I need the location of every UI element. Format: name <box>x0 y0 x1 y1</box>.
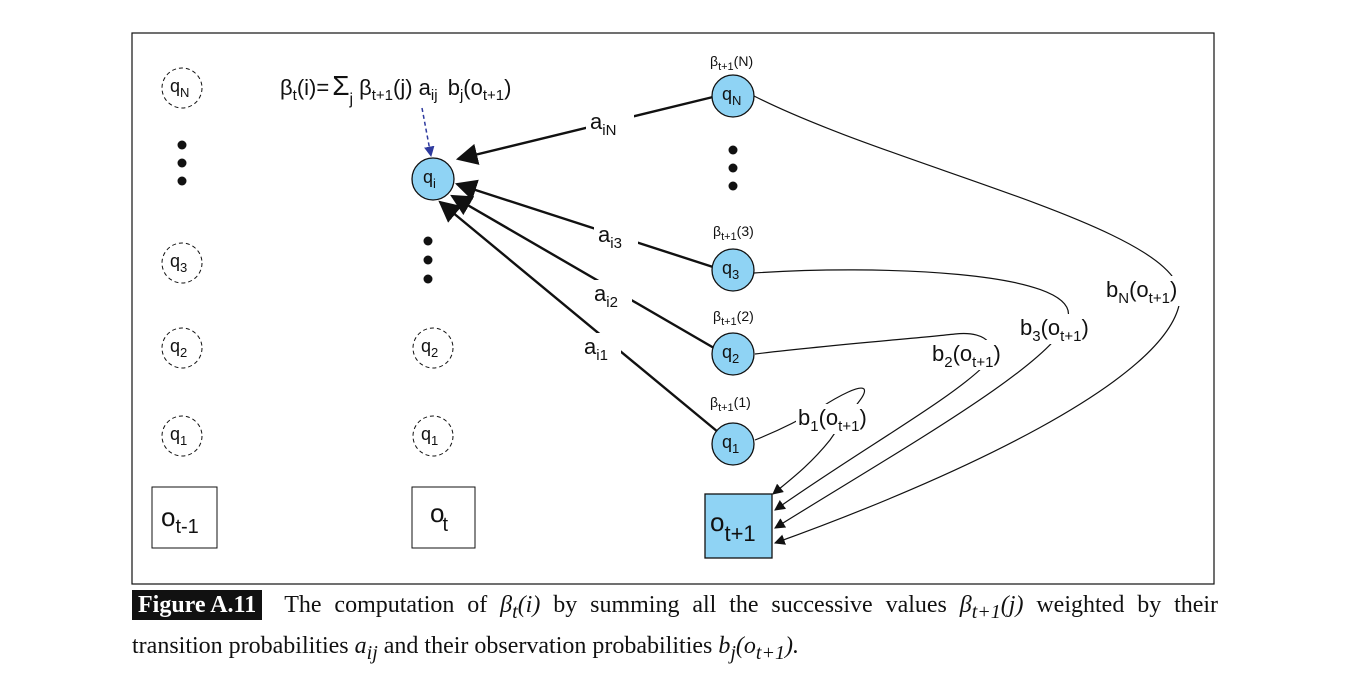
emission-curve-bN <box>753 95 1181 545</box>
state-node-q2-t-minus-1 <box>161 327 203 369</box>
svg-text:q1: q1 <box>722 432 739 456</box>
ellipsis-dot <box>423 274 433 284</box>
transition-arrow-ai1 <box>438 200 719 433</box>
svg-text:qN: qN <box>170 76 189 100</box>
state-node-qN-t-minus-1 <box>161 67 203 109</box>
formula-pointer-arrow <box>421 107 435 158</box>
column-t: qi q2 q1 ot <box>411 157 476 549</box>
transition-label-ai3: ai3 <box>598 222 622 252</box>
svg-text:q3: q3 <box>722 258 739 282</box>
emission-label-b1: b1(ot+1) <box>798 405 867 435</box>
caption-text-3: weighted by their transition probabiliti… <box>132 592 1219 659</box>
caption-text-1: The computation of <box>284 592 488 618</box>
transition-label-ai2: ai2 <box>594 281 618 311</box>
state-node-q1-t-plus-1 <box>711 422 755 466</box>
caption-text-4: and their observation probabilities <box>383 632 713 659</box>
caption-symbol-beta-t: βt(i) <box>500 592 541 623</box>
caption-symbol-bj: bj(ot+1). <box>718 632 799 664</box>
beta-label-1: βt+1(1) <box>710 394 751 414</box>
column-t-plus-1: βt+1(N) qN βt+1(3) q3 βt+1(2) q2 βt+1(1)… <box>704 53 773 559</box>
state-node-qN-t-plus-1 <box>711 74 755 118</box>
ellipsis-dot <box>177 158 187 168</box>
svg-text:q1: q1 <box>421 424 438 448</box>
state-node-qi <box>411 157 455 201</box>
svg-text:q2: q2 <box>170 336 187 360</box>
ellipsis-dot <box>728 163 738 173</box>
ellipsis-dot <box>423 236 433 246</box>
ellipsis-dot <box>177 140 187 150</box>
observation-box-t-minus-1 <box>151 486 218 549</box>
beta-label-N: βt+1(N) <box>710 53 753 73</box>
svg-text:q1: q1 <box>170 424 187 448</box>
figure-label: Figure A.11 <box>132 590 263 620</box>
svg-text:q3: q3 <box>170 251 187 275</box>
emission-label-b3: b3(ot+1) <box>1020 315 1089 345</box>
transition-arrow-aiN <box>455 95 714 165</box>
transition-arrow-ai3 <box>454 179 714 269</box>
ellipsis-dot <box>423 255 433 265</box>
observation-box-t-plus-1 <box>704 493 773 559</box>
emission-label-bN: bN(ot+1) <box>1106 277 1177 307</box>
svg-text:q2: q2 <box>722 342 739 366</box>
svg-text:q2: q2 <box>421 336 438 360</box>
transition-label-ai1: ai1 <box>584 334 608 364</box>
transition-label-aiN: aiN <box>590 109 616 139</box>
state-node-q1-t-minus-1 <box>161 415 203 457</box>
transition-arrow-ai2 <box>450 194 715 350</box>
state-node-q3-t-plus-1 <box>711 248 755 292</box>
ellipsis-dot <box>177 176 187 186</box>
transition-arrows: aiN ai3 ai2 ai1 <box>438 95 719 433</box>
beta-label-2: βt+1(2) <box>713 308 754 328</box>
figure-caption: Figure A.11 The computation of βt(i) by s… <box>132 588 1218 670</box>
svg-text:ot+1: ot+1 <box>710 507 756 546</box>
caption-symbol-aij: aij <box>354 632 378 664</box>
ellipsis-dot <box>728 145 738 155</box>
state-node-q3-t-minus-1 <box>161 242 203 284</box>
ellipsis-dot <box>728 181 738 191</box>
state-node-q1-t <box>412 415 454 457</box>
state-node-q2-t-plus-1 <box>711 332 755 376</box>
svg-text:ot-1: ot-1 <box>161 502 199 538</box>
figure-frame <box>131 32 1215 585</box>
observation-box-t <box>411 486 476 549</box>
emission-label-b2: b2(ot+1) <box>932 341 1001 371</box>
beta-label-3: βt+1(3) <box>713 223 754 243</box>
state-node-q2-t <box>412 327 454 369</box>
svg-text:qN: qN <box>722 84 741 108</box>
caption-symbol-beta-t1: βt+1(j) <box>959 592 1024 623</box>
svg-text:ot: ot <box>430 498 448 536</box>
emission-curves <box>753 95 1192 545</box>
caption-text-2: by summing all the successive values <box>553 592 947 618</box>
emission-curve-b1 <box>754 387 866 495</box>
column-t-minus-1: qN q3 q2 q1 ot-1 <box>151 67 218 549</box>
svg-text:qi: qi <box>423 167 436 191</box>
